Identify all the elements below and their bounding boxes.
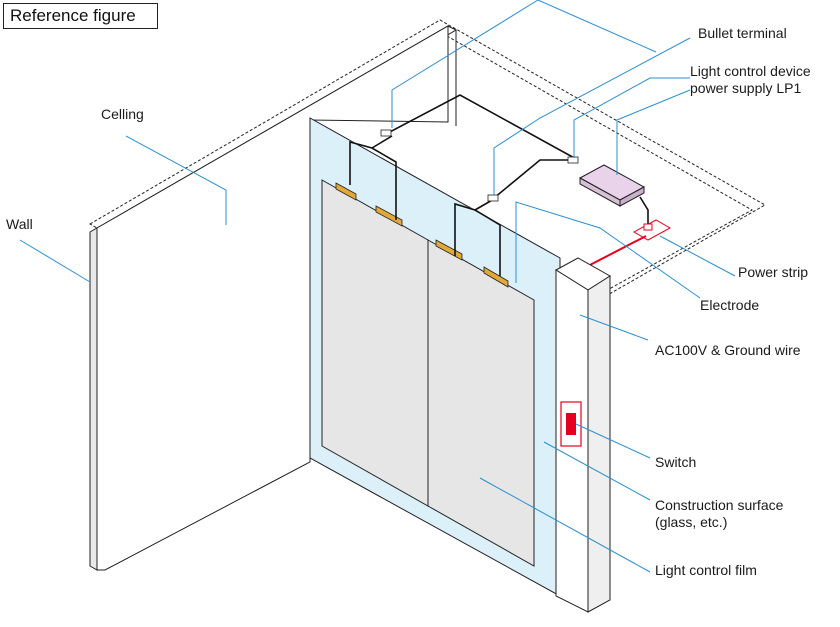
label-light-control-film: Light control film	[655, 562, 757, 578]
light-control-film	[321, 179, 535, 567]
leader-lines	[19, 0, 736, 573]
wiring	[349, 94, 649, 276]
label-power-strip: Power strip	[738, 264, 809, 280]
wall	[89, 25, 458, 571]
label-ac-wire: AC100V & Ground wire	[655, 342, 801, 358]
figure-title: Reference figure	[3, 3, 158, 29]
bullet-terminals	[380, 129, 579, 202]
label-switch: Switch	[655, 454, 697, 470]
switch-shape	[560, 401, 582, 447]
label-wall: Wall	[6, 216, 33, 232]
electrodes	[335, 182, 509, 288]
power-strip-shape	[632, 219, 672, 241]
label-power-supply-line1: Light control device	[690, 63, 811, 79]
label-ceiling: Celling	[101, 106, 144, 122]
label-construction-line2: (glass, etc.)	[655, 514, 728, 530]
label-bullet-terminal: Bullet terminal	[698, 25, 787, 41]
power-supply-box	[578, 164, 646, 207]
label-electrode: Electrode	[700, 297, 760, 313]
label-power-supply-line2: power supply LP1	[690, 80, 802, 96]
label-construction-line1: Construction surface	[655, 497, 784, 513]
